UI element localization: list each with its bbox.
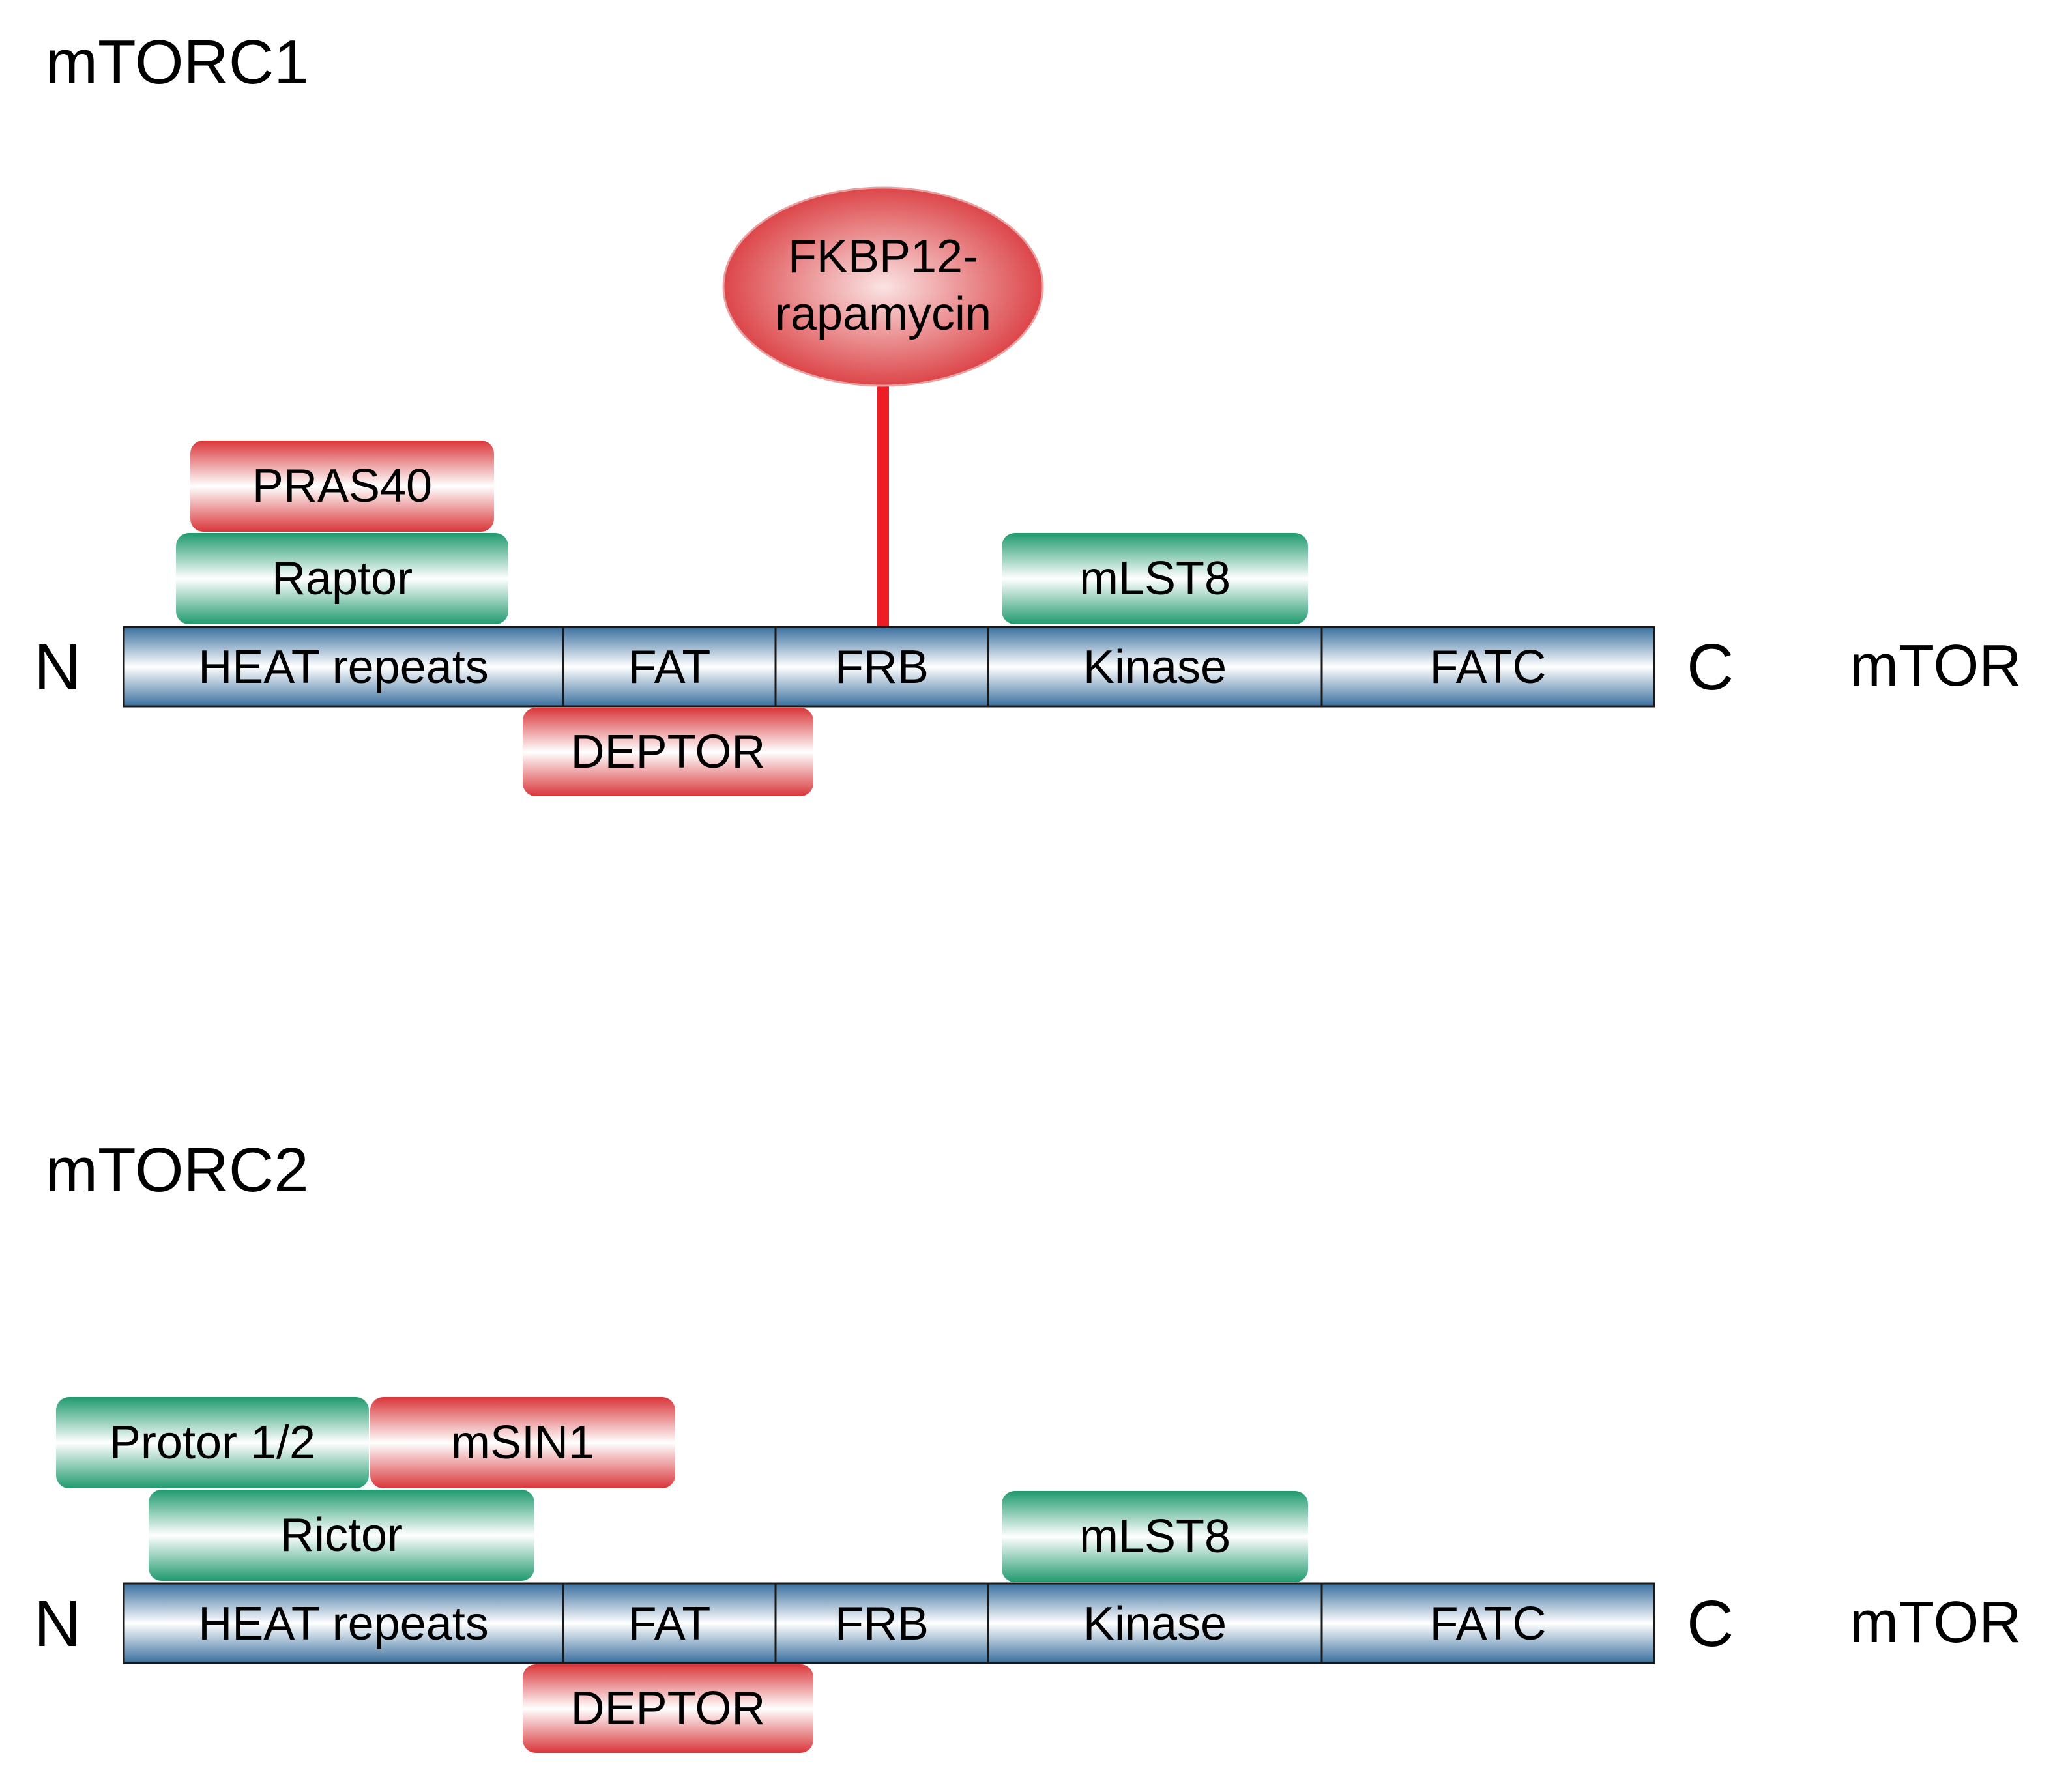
binder-msin1: mSIN1 <box>370 1397 675 1488</box>
domain-label: FRB <box>835 1598 929 1650</box>
binder-label: Raptor <box>272 553 413 605</box>
inhibitor-label-line2: rapamycin <box>775 288 991 340</box>
binder-protor: Protor 1/2 <box>56 1397 369 1488</box>
binder-label: DEPTOR <box>571 726 766 778</box>
domain-fat: FAT <box>562 1582 777 1664</box>
binder-label: Rictor <box>280 1509 403 1561</box>
binder-deptor: DEPTOR <box>523 1664 813 1753</box>
domain-label: Kinase <box>1083 1598 1227 1650</box>
panel-mtorc2: mTORC2 Protor 1/2 mSIN1 Rictor mLST8 N H… <box>34 1135 2021 1753</box>
binder-label: mLST8 <box>1079 1510 1230 1563</box>
panel-title: mTORC1 <box>46 27 309 97</box>
domain-fatc: FATC <box>1320 626 1655 708</box>
domain-frb: FRB <box>774 626 989 708</box>
domain-kinase: Kinase <box>987 626 1323 708</box>
domain-heat-repeats: HEAT repeats <box>123 1582 564 1664</box>
domain-label: FRB <box>835 641 929 693</box>
binder-raptor: Raptor <box>176 533 508 624</box>
n-terminus-label: N <box>34 1587 81 1660</box>
domain-label: FAT <box>628 1598 711 1650</box>
c-terminus-label: C <box>1687 631 1734 704</box>
fkbp12-rapamycin-inhibitor: FKBP12- rapamycin <box>722 186 1044 627</box>
panel-title: mTORC2 <box>46 1135 309 1205</box>
protein-label: mTOR <box>1850 1590 2021 1655</box>
binder-deptor: DEPTOR <box>523 708 813 796</box>
binder-label: DEPTOR <box>571 1683 766 1735</box>
binder-mlst8: mLST8 <box>1002 1491 1308 1582</box>
binder-rictor: Rictor <box>149 1490 534 1581</box>
binder-label: Protor 1/2 <box>109 1417 315 1469</box>
mtor-domain-bar: HEAT repeats FAT FRB Kinase FATC <box>123 1582 1655 1664</box>
inhibitor-label-line1: FKBP12- <box>788 231 978 283</box>
binder-label: mLST8 <box>1079 553 1230 605</box>
n-terminus-label: N <box>34 631 81 704</box>
domain-fatc: FATC <box>1320 1582 1655 1664</box>
domain-heat-repeats: HEAT repeats <box>123 626 564 708</box>
protein-label: mTOR <box>1850 633 2021 699</box>
domain-label: HEAT repeats <box>198 1598 489 1650</box>
domain-label: FATC <box>1430 1598 1547 1650</box>
binder-pras40: PRAS40 <box>190 441 494 532</box>
domain-label: HEAT repeats <box>198 641 489 693</box>
domain-fat: FAT <box>562 626 777 708</box>
binder-mlst8: mLST8 <box>1002 533 1308 624</box>
domain-frb: FRB <box>774 1582 989 1664</box>
binder-label: mSIN1 <box>451 1417 594 1469</box>
panel-mtorc1: mTORC1 FKBP12- rapamycin PRAS40 Raptor m… <box>34 27 2021 796</box>
binder-label: PRAS40 <box>252 460 432 512</box>
domain-label: Kinase <box>1083 641 1227 693</box>
domain-kinase: Kinase <box>987 1582 1323 1664</box>
fkbp12-rapamycin-ellipse <box>722 186 1044 387</box>
domain-label: FATC <box>1430 641 1547 693</box>
c-terminus-label: C <box>1687 1587 1734 1660</box>
mtor-domain-bar: HEAT repeats FAT FRB Kinase FATC <box>123 626 1655 708</box>
domain-label: FAT <box>628 641 711 693</box>
